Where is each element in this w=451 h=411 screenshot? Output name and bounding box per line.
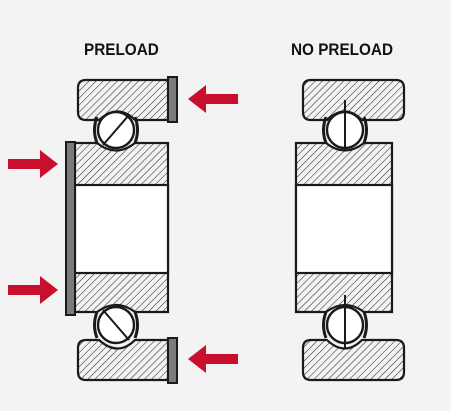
no-preload-ball-bottom xyxy=(322,295,368,355)
preload-spacer-bottom xyxy=(167,337,178,384)
preload-spacer-long xyxy=(65,141,76,316)
no-preload-bore xyxy=(294,183,394,275)
preload-ball-bottom xyxy=(93,305,139,345)
preload-ball-top xyxy=(93,110,139,150)
arrow-left-icon xyxy=(188,85,238,113)
preload-outer-ring-top xyxy=(76,78,170,122)
no-preload-outer-ring-bottom xyxy=(301,338,406,382)
preload-bearing xyxy=(65,76,178,384)
preload-spacer-top xyxy=(167,76,178,123)
preload-outer-ring-bottom xyxy=(76,338,170,382)
arrow-left-icon xyxy=(188,345,238,373)
preload-label: PRELOAD xyxy=(84,40,159,59)
no-preload-label: NO PRELOAD xyxy=(291,40,394,59)
no-preload-bearing xyxy=(294,78,406,382)
no-preload-ball-top xyxy=(322,100,368,160)
arrow-right-icon xyxy=(8,276,58,304)
preload-bore xyxy=(73,183,170,275)
arrow-right-icon xyxy=(8,150,58,178)
